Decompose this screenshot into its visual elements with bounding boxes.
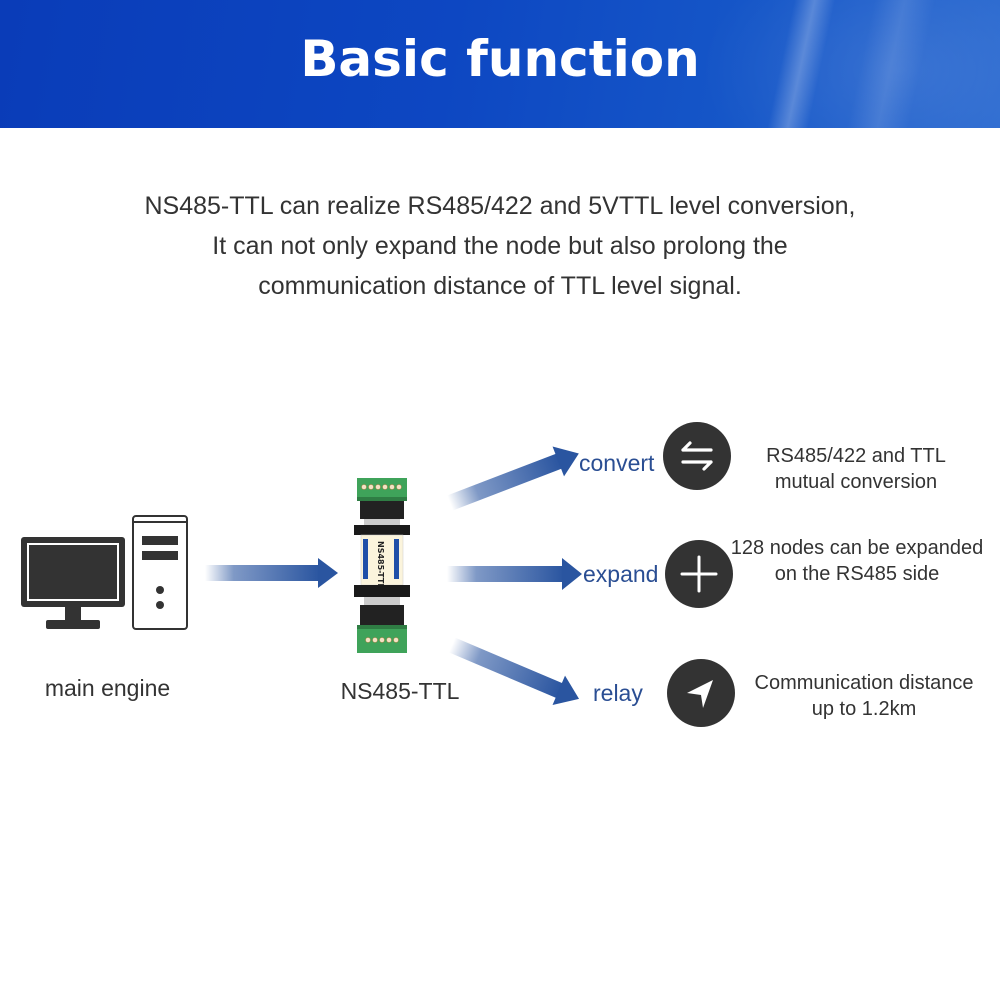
description-line: mutual conversion: [774, 471, 938, 493]
intro-line: communication distance of TTL level sign…: [258, 272, 742, 300]
function-label-convert: convert: [579, 450, 655, 476]
description-line: on the RS485 side: [774, 563, 940, 585]
arrow-relay: [448, 637, 580, 706]
device-body-text: NS485-TTL: [376, 541, 385, 589]
converter-device-image: NS485-TTL: [354, 478, 410, 653]
function-description-relay: Communication distance up to 1.2km: [740, 670, 988, 722]
function-icon-circle-relay: [667, 659, 735, 727]
function-icon-circle-convert: [663, 422, 731, 490]
header-banner: Basic function: [0, 0, 1000, 128]
description-line: RS485/422 and TTL: [766, 445, 946, 467]
desktop-computer-icon: [21, 515, 188, 630]
navigation-arrow-icon: [687, 680, 713, 708]
description-line: up to 1.2km: [811, 698, 917, 720]
arrow-expand: [447, 558, 582, 590]
intro-line: It can not only expand the node but also…: [212, 232, 788, 260]
device-label: NS485-TTL: [340, 678, 460, 704]
page-title: Basic function: [300, 30, 700, 88]
arrow-to-device: [205, 558, 338, 588]
function-description-expand: 128 nodes can be expanded on the RS485 s…: [720, 535, 994, 587]
function-label-expand: expand: [583, 561, 659, 587]
banner-glow: [700, 0, 1000, 128]
intro-paragraph: NS485-TTL can realize RS485/422 and 5VTT…: [0, 186, 1000, 306]
description-line: 128 nodes can be expanded: [730, 537, 984, 559]
swap-arrows-icon: [681, 441, 713, 471]
description-line: Communication distance: [754, 672, 974, 694]
function-label-relay: relay: [593, 680, 643, 706]
arrow-convert: [447, 446, 579, 511]
function-description-convert: RS485/422 and TTL mutual conversion: [736, 443, 976, 495]
intro-line: NS485-TTL can realize RS485/422 and 5VTT…: [144, 192, 856, 220]
main-engine-label: main engine: [44, 675, 171, 701]
function-icon-circle-expand: [665, 540, 733, 608]
plus-icon: [680, 555, 718, 593]
